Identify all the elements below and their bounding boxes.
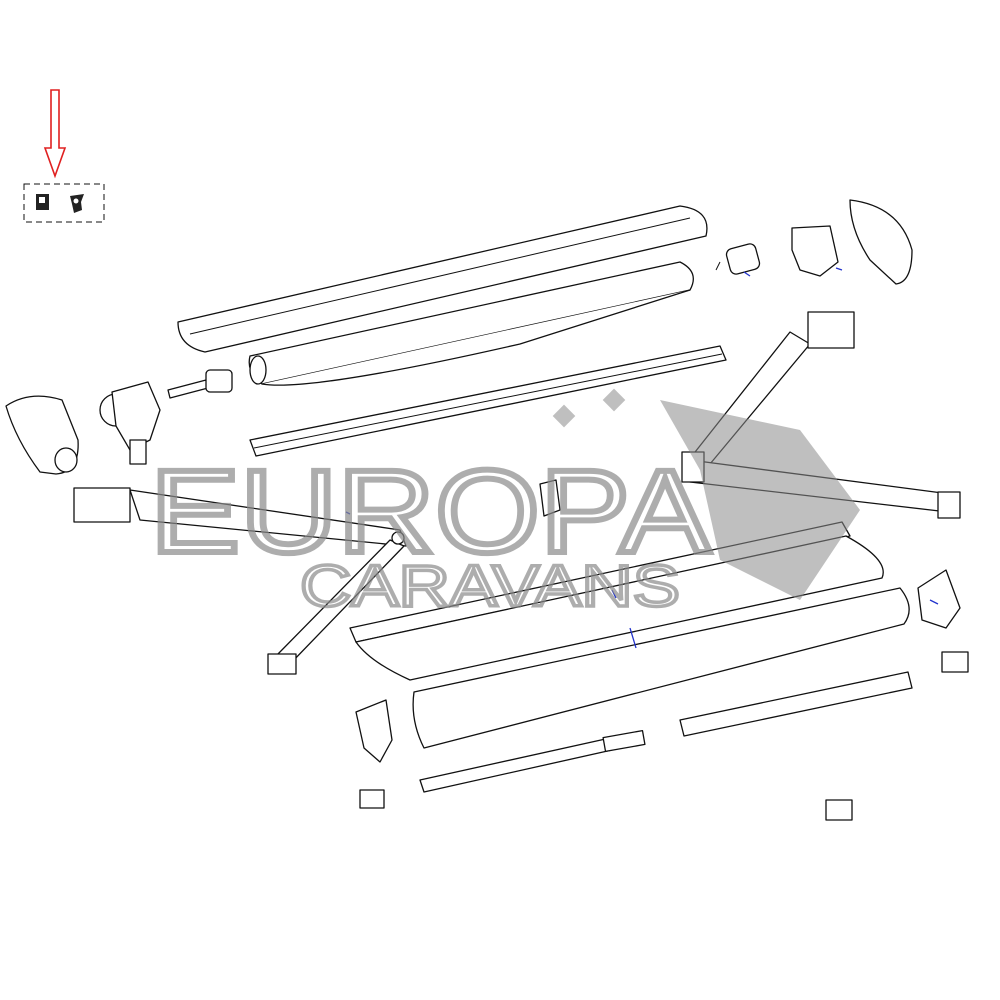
red-arrow-indicator [43, 89, 67, 179]
drive-shaft[interactable] [167, 369, 233, 399]
wall-bracket[interactable] [359, 789, 385, 809]
clip-part-icon[interactable] [70, 194, 84, 213]
center-bracket[interactable] [539, 479, 561, 517]
front-left-end-cap[interactable] [355, 699, 393, 763]
wall-bracket[interactable] [825, 799, 853, 821]
left-folding-arm[interactable] [73, 487, 407, 675]
wall-bracket[interactable] [941, 651, 969, 673]
watermark-line1: EUROPA [150, 446, 710, 578]
left-end-cap[interactable] [5, 395, 79, 475]
right-tension-rail[interactable] [679, 671, 913, 737]
fabric-roller-tube[interactable] [248, 261, 694, 386]
left-tension-rail[interactable] [419, 729, 646, 793]
watermark-line2: CARAVANS [300, 554, 680, 619]
right-gearbox[interactable] [791, 225, 839, 277]
front-right-end-cap[interactable] [917, 569, 961, 629]
small-parts-box[interactable] [23, 183, 105, 223]
right-drive-motor[interactable] [715, 243, 761, 276]
top-cover-profile[interactable] [177, 205, 708, 353]
lead-rail[interactable] [249, 345, 727, 457]
clip-part-icon[interactable] [36, 194, 49, 210]
valance-profile[interactable] [412, 587, 910, 749]
right-end-cap[interactable] [849, 199, 913, 285]
leader-lines [345, 267, 939, 649]
left-gearbox[interactable] [99, 381, 161, 465]
europa-caravans-watermark: EUROPA CARAVANS [147, 388, 860, 621]
